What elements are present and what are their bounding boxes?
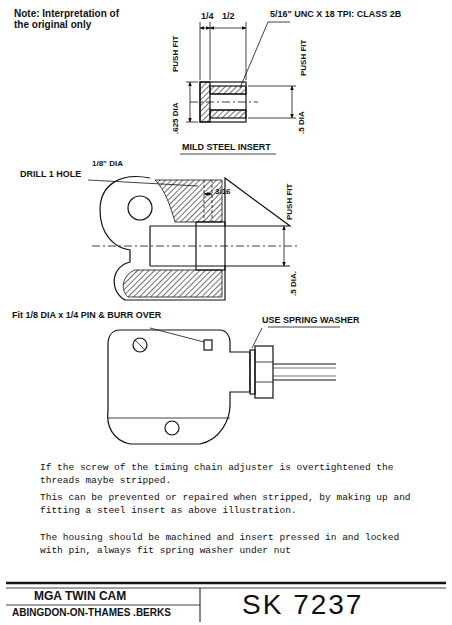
drawing-number: SK 7237 xyxy=(242,589,363,621)
title-block-frame xyxy=(6,583,446,622)
dimension-text: .5 DIA xyxy=(298,111,307,134)
housing-outside-view xyxy=(108,327,340,444)
drawing-label: USE SPRING WASHER xyxy=(262,316,360,326)
note-paragraph: The housing should be machined and inser… xyxy=(40,532,412,558)
drawing-label: 3/16 xyxy=(215,188,231,197)
title-text: ABINGDON-ON-THAMES .BERKS xyxy=(12,607,171,618)
dimension-text: PUSH FIT xyxy=(172,36,181,72)
drawing-label: Note: Interpretation of the original onl… xyxy=(14,8,132,30)
dimension-text: PUSH FIT xyxy=(286,184,295,220)
title-text: MGA TWIN CAM xyxy=(34,589,126,603)
drawing-label: Fit 1/8 DIA x 1/4 PIN & BURR OVER xyxy=(12,311,161,321)
drawing-label: 1/8" DIA xyxy=(92,160,123,169)
steel-insert xyxy=(180,22,296,154)
drawing-label: 5/16" UNC X 18 TPI: CLASS 2B xyxy=(270,10,401,20)
dimension-text: .5 DIA. xyxy=(290,271,299,296)
drawing-label: DRILL 1 HOLE xyxy=(20,170,81,180)
note-paragraph: If the screw of the timing chain adjuste… xyxy=(40,462,412,488)
housing-section xyxy=(88,177,300,300)
drawing-label: 1/4 xyxy=(201,12,214,22)
title-block: MGA TWIN CAM ABINGDON-ON-THAMES .BERKS SK … xyxy=(6,586,446,623)
dimension-text: .625 DIA xyxy=(172,102,181,134)
note-paragraph: This can be prevented or repaired when s… xyxy=(40,492,412,518)
drawing-label: MILD STEEL INSERT xyxy=(182,143,271,153)
dimension-text: PUSH FIT xyxy=(300,40,309,76)
drawing-label: 1/2 xyxy=(222,12,235,22)
